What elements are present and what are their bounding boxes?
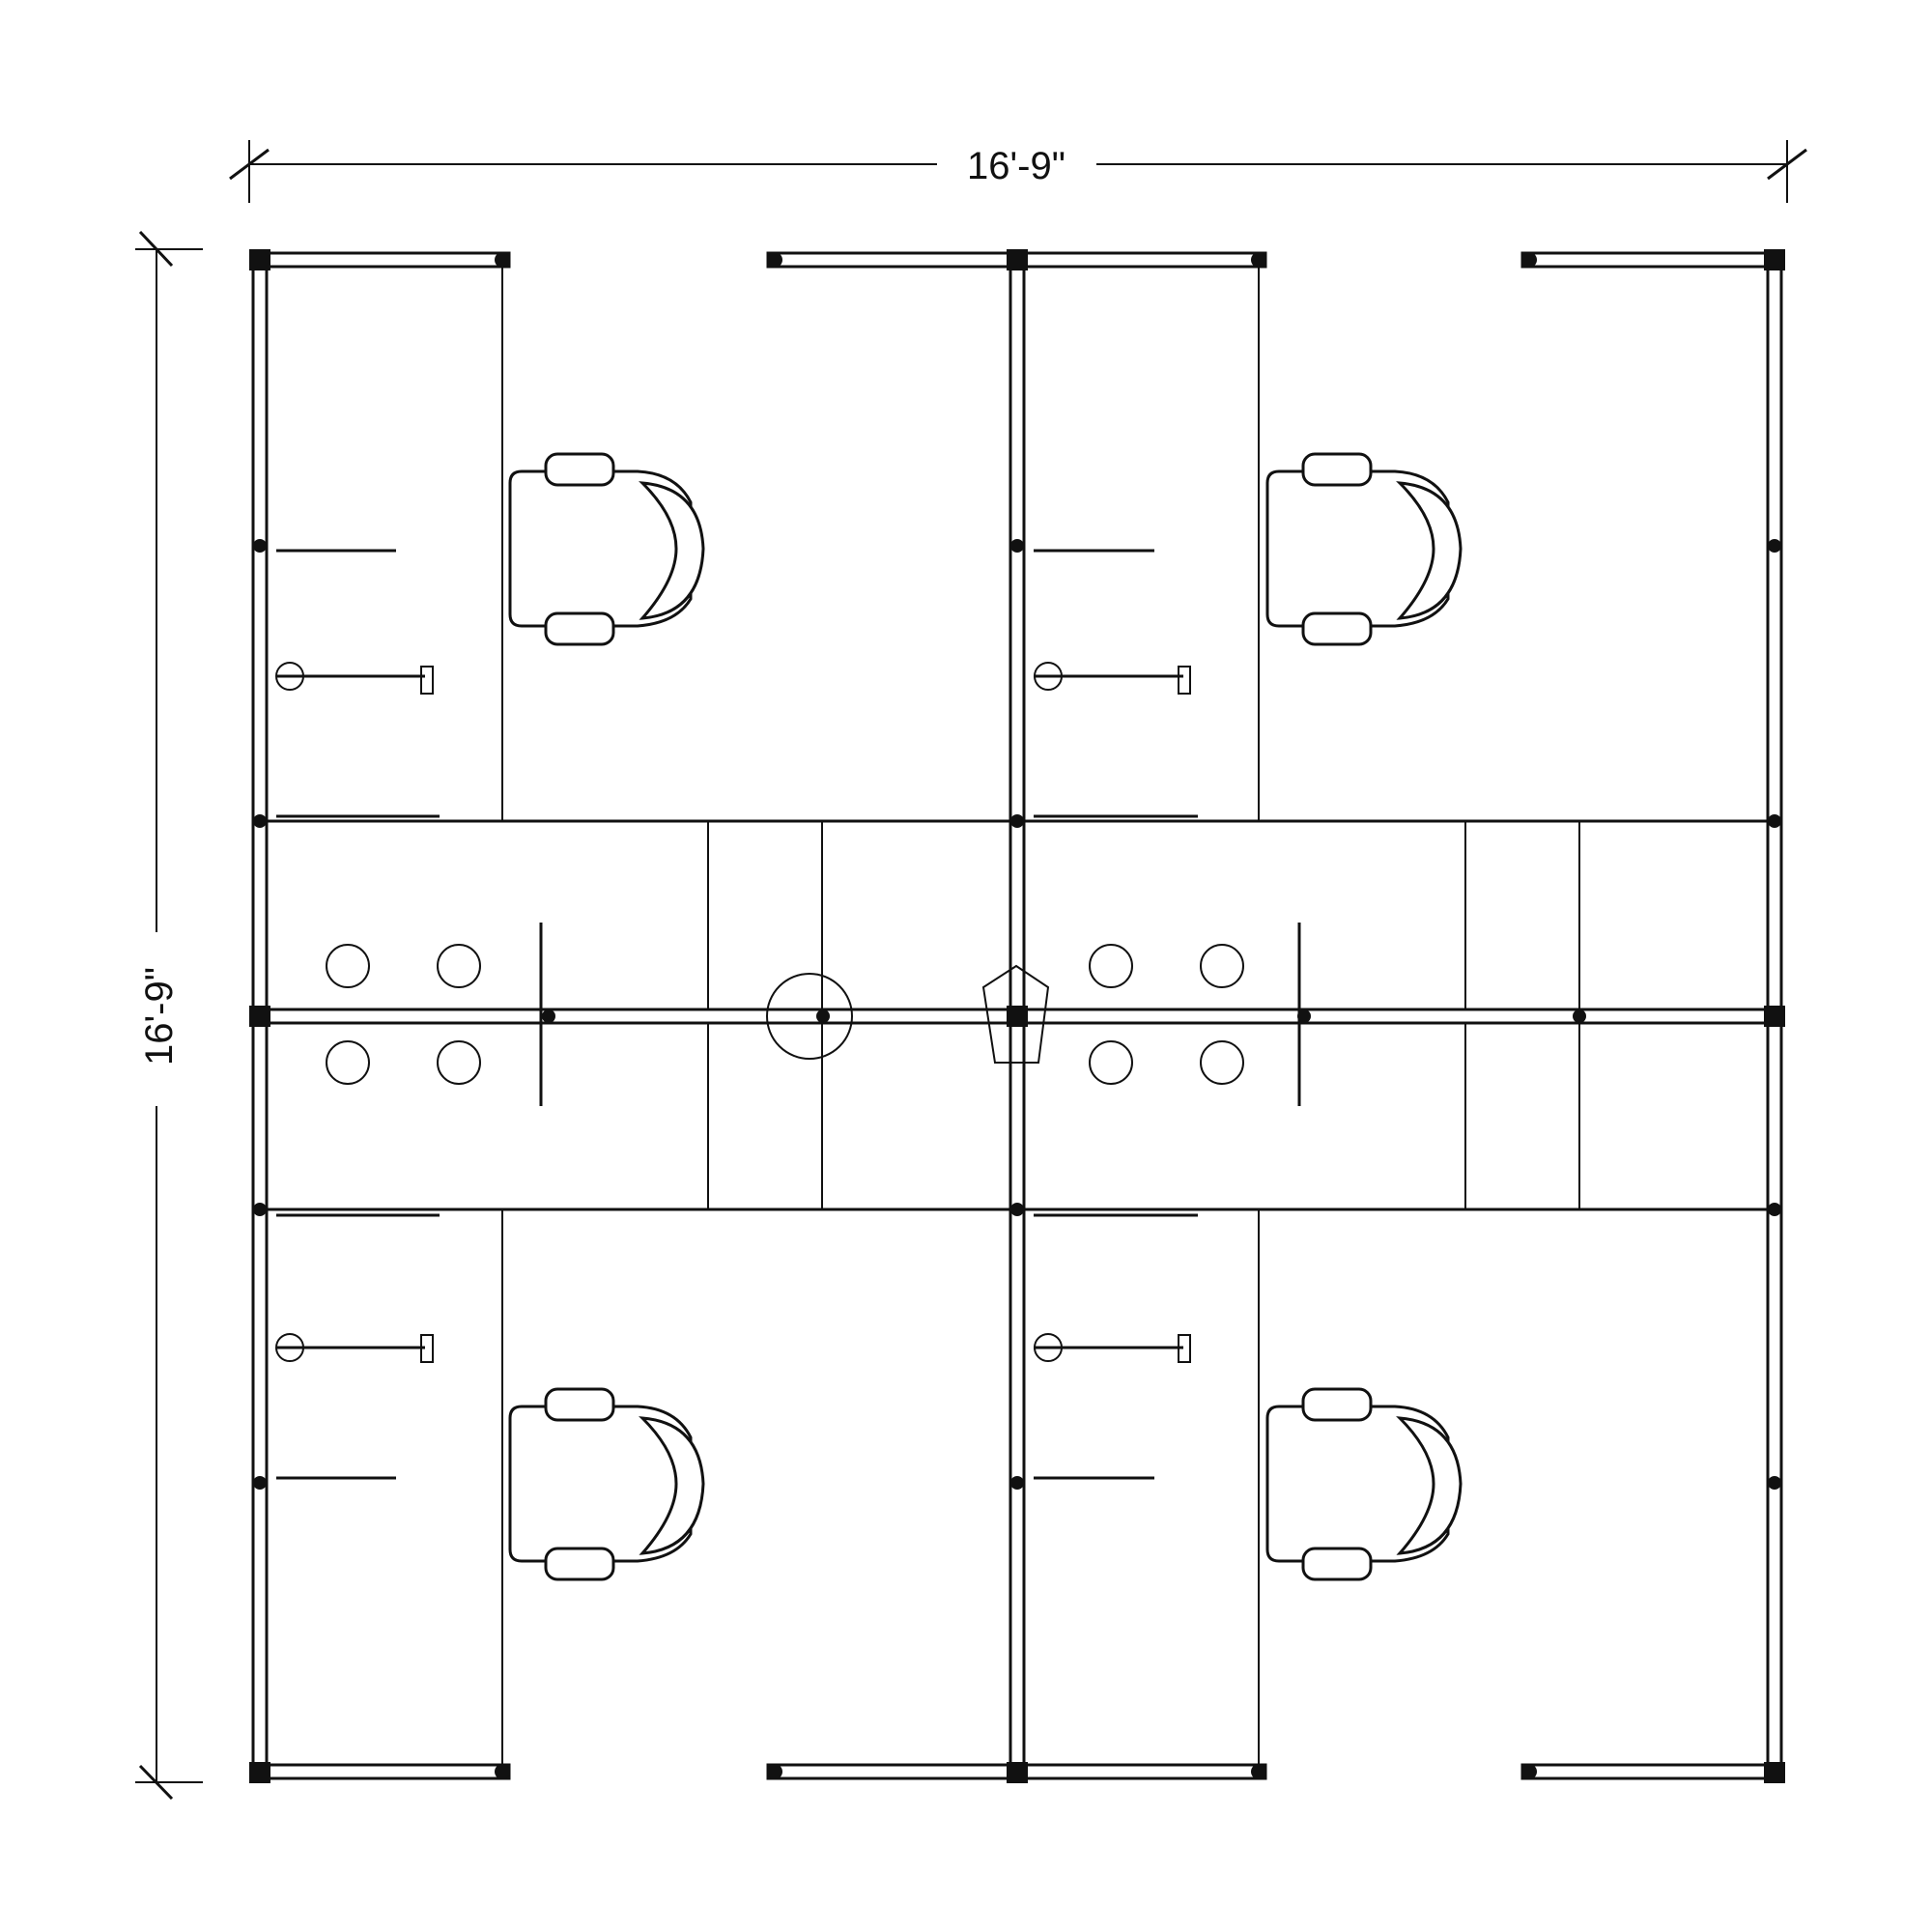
monitor-arms bbox=[275, 662, 1191, 1363]
height-dimension: 16'-9" bbox=[135, 230, 203, 1801]
desk-chair-top-left bbox=[508, 452, 705, 646]
width-dimension: 16'-9" bbox=[229, 140, 1807, 203]
width-label: 16'-9" bbox=[967, 145, 1065, 187]
desk-chair-bottom-right bbox=[1265, 1387, 1463, 1581]
desks bbox=[501, 267, 1580, 1765]
shelves bbox=[276, 549, 1198, 1480]
center-utilities bbox=[326, 923, 1301, 1106]
desk-chair-top-right bbox=[1265, 452, 1463, 646]
panel-posts bbox=[249, 249, 1785, 1783]
height-label: 16'-9" bbox=[138, 967, 181, 1065]
desk-chair-bottom-left bbox=[508, 1387, 705, 1581]
